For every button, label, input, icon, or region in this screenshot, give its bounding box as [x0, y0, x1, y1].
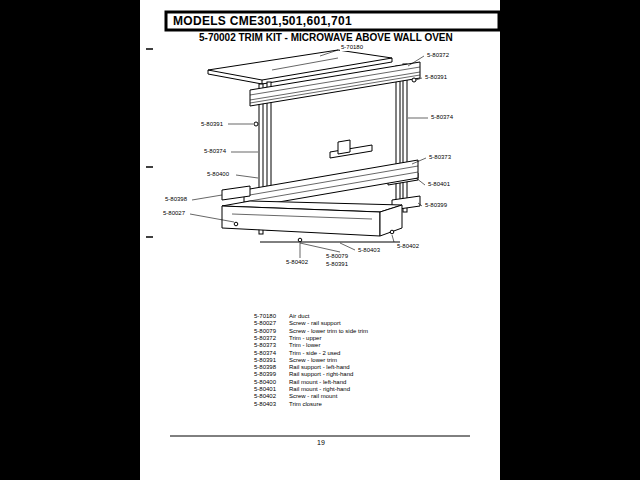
callout-number: 5-80374	[203, 148, 227, 155]
part-number: 5-80372	[253, 335, 277, 342]
callout-number: 5-80373	[428, 154, 452, 161]
callout-number: 5-80400	[206, 171, 230, 178]
callout-number: 5-80403	[357, 247, 381, 254]
part-number: 5-70180	[253, 313, 277, 320]
part-description: Trim closure	[288, 401, 323, 408]
part-number: 5-80400	[253, 379, 277, 386]
page-number: 19	[316, 439, 326, 447]
part-number: 5-80403	[253, 401, 277, 408]
part-description: Rail support - right-hand	[288, 371, 354, 378]
part-number: 5-80373	[253, 342, 277, 349]
part-number: 5-80402	[253, 393, 277, 400]
part-description: Trim - upper	[288, 335, 322, 342]
callout-number: 5-80372	[426, 52, 450, 59]
part-description: Screw - lower trim	[288, 357, 338, 364]
part-description: Rail mount - right-hand	[288, 386, 351, 393]
page-title: MODELS CME301,501,601,701	[172, 14, 353, 28]
part-description: Screw - lower trim to side trim	[288, 328, 369, 335]
part-description: Screw - rail mount	[288, 393, 338, 400]
part-description: Trim - side - 2 used	[288, 350, 341, 357]
part-number: 5-80398	[253, 364, 277, 371]
callout-number: 5-80374	[430, 114, 454, 121]
callout-number: 5-80027	[162, 210, 186, 217]
part-number: 5-80399	[253, 371, 277, 378]
part-number: 5-80401	[253, 386, 277, 393]
part-number: 5-80079	[253, 328, 277, 335]
part-description: Trim - lower	[288, 342, 321, 349]
page-sheet	[140, 0, 500, 480]
callout-number: 5-80391	[424, 74, 448, 81]
callout-number: 5-80401	[427, 181, 451, 188]
part-number: 5-80027	[253, 320, 277, 327]
callout-number: 5-80399	[424, 202, 448, 209]
kit-heading: 5-70002 TRIM KIT - MICROWAVE ABOVE WALL …	[198, 32, 454, 44]
callout-number: 5-80398	[164, 196, 188, 203]
part-description: Rail support - left-hand	[288, 364, 351, 371]
part-description: Air duct	[288, 313, 310, 320]
callout-number: 5-80079	[325, 253, 349, 260]
callout-number: 5-80402	[285, 259, 309, 266]
part-description: Screw - rail support	[288, 320, 342, 327]
part-number: 5-80391	[253, 357, 277, 364]
callout-number: 5-80391	[325, 261, 349, 268]
callout-number: 5-80402	[396, 243, 420, 250]
part-number: 5-80374	[253, 350, 277, 357]
callout-number: 5-70180	[340, 44, 364, 51]
callout-number: 5-80391	[200, 121, 224, 128]
part-description: Rail mount - left-hand	[288, 379, 347, 386]
